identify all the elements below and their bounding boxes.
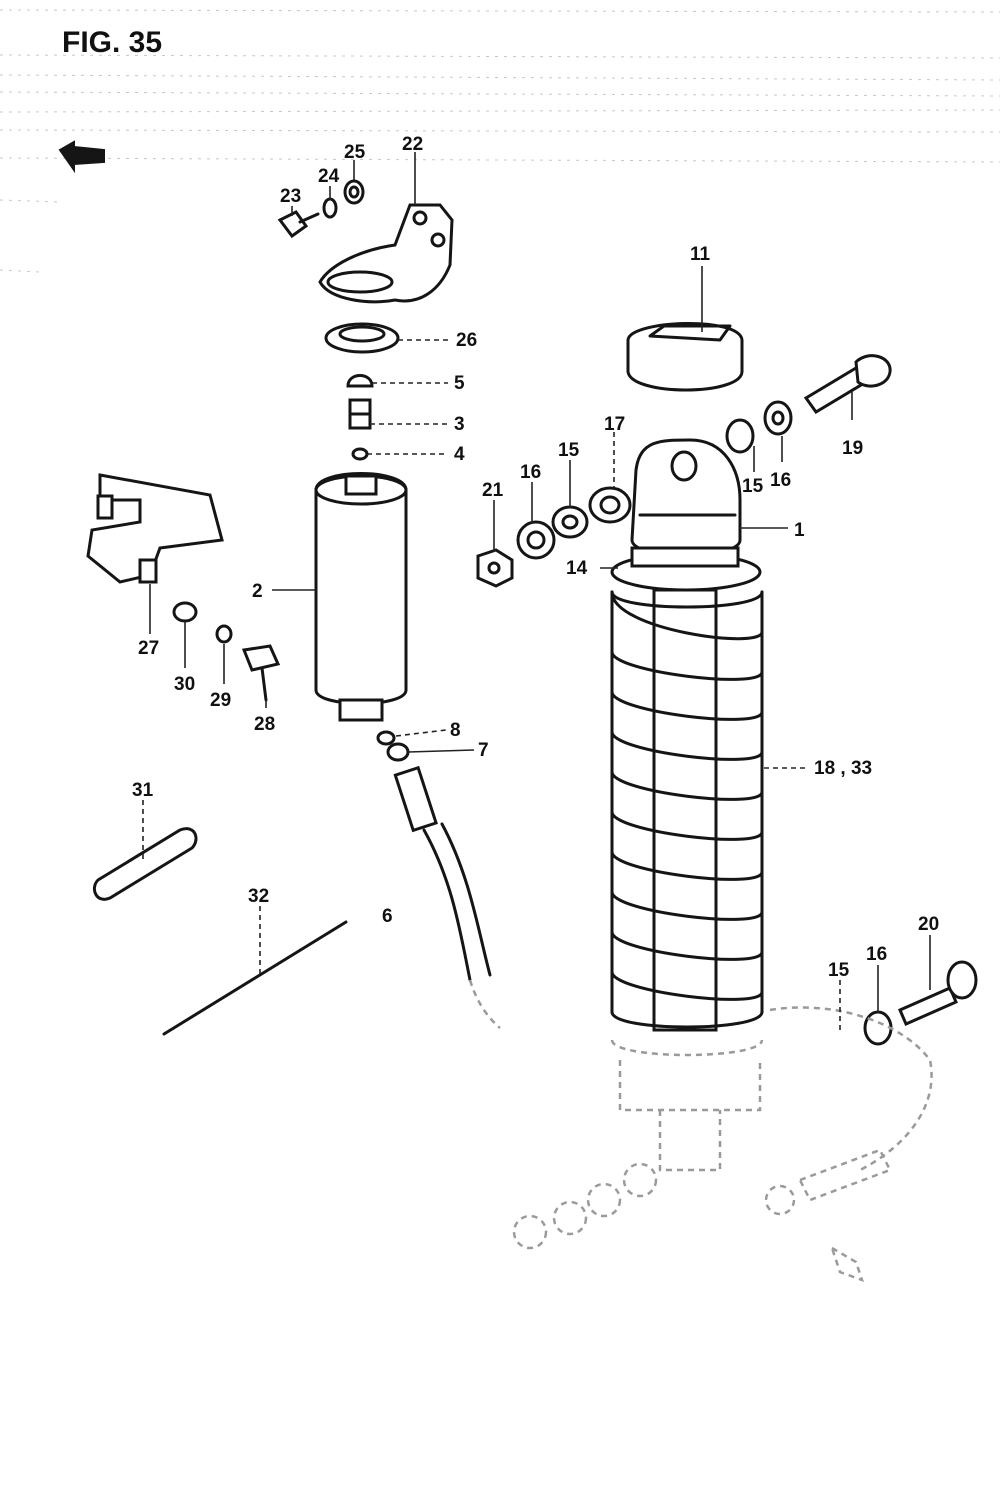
label-16-upper-right: 16 <box>770 470 791 491</box>
label-30: 30 <box>174 674 195 695</box>
label-15-left: 15 <box>558 440 580 461</box>
label-5: 5 <box>454 373 465 394</box>
cap-5 <box>346 374 374 388</box>
shock-body <box>652 588 718 1032</box>
label-2: 2 <box>252 581 263 602</box>
label-23: 23 <box>280 186 301 207</box>
label-15-upper-right: 15 <box>742 476 764 497</box>
label-21: 21 <box>482 480 504 501</box>
spring-18-33 <box>610 590 764 1029</box>
ring-26 <box>324 322 400 354</box>
label-32: 32 <box>248 886 269 907</box>
bolt-23 <box>277 210 320 239</box>
bolt-20 <box>898 960 978 1026</box>
oring-4 <box>351 447 369 461</box>
leader-lines <box>142 152 931 1030</box>
rod-32 <box>162 920 348 1036</box>
label-1: 1 <box>794 520 805 541</box>
label-14: 14 <box>566 558 588 579</box>
label-19: 19 <box>842 438 863 459</box>
washer-16a <box>763 400 793 436</box>
label-26: 26 <box>456 330 477 351</box>
pin-31 <box>93 827 198 901</box>
callout-labels: 11 25 22 24 23 26 5 3 4 19 17 15 16 21 1… <box>132 134 939 981</box>
shock-upper-eye-1 <box>630 438 742 557</box>
bolt-19 <box>803 354 892 414</box>
label-16-lower: 16 <box>866 944 887 965</box>
label-28: 28 <box>254 714 275 735</box>
clamp-27 <box>86 473 224 584</box>
label-4: 4 <box>454 444 465 465</box>
washer-16c <box>863 1010 893 1046</box>
bushing-17 <box>588 486 632 524</box>
label-18-33: 18 , 33 <box>814 758 872 779</box>
label-3: 3 <box>454 414 465 435</box>
hose-6 <box>393 765 501 1029</box>
label-15-lower: 15 <box>828 960 850 981</box>
washer-15a <box>725 418 755 454</box>
washer-30 <box>172 601 198 623</box>
label-29: 29 <box>210 690 231 711</box>
label-8: 8 <box>450 720 461 741</box>
label-25: 25 <box>344 142 366 163</box>
washer-25 <box>343 179 365 205</box>
faint-lower-linkage <box>512 1006 933 1283</box>
washer-7 <box>386 742 410 762</box>
label-7: 7 <box>478 740 489 761</box>
label-11: 11 <box>690 244 711 265</box>
oring-8 <box>376 730 396 746</box>
label-31: 31 <box>132 780 154 801</box>
spring-seat-14 <box>610 546 762 592</box>
label-6: 6 <box>382 906 393 927</box>
label-22: 22 <box>402 134 423 155</box>
nut-21 <box>476 548 514 588</box>
bracket-22 <box>318 203 454 304</box>
washer-24 <box>322 197 338 219</box>
valve-3 <box>348 398 372 430</box>
washer-16b <box>516 520 556 560</box>
reservoir-2 <box>314 472 408 722</box>
label-17: 17 <box>604 414 625 435</box>
scan-noise <box>0 9 1000 273</box>
washer-15b <box>551 505 589 539</box>
label-20: 20 <box>918 914 939 935</box>
label-27: 27 <box>138 638 159 659</box>
figure-title: FIG. 35 <box>62 26 162 59</box>
label-24: 24 <box>318 166 340 187</box>
bolt-28 <box>241 644 281 702</box>
front-direction-arrow-icon <box>58 140 105 174</box>
washer-29 <box>215 624 233 644</box>
label-16-left: 16 <box>520 462 541 483</box>
bump-stop-11 <box>626 321 744 392</box>
